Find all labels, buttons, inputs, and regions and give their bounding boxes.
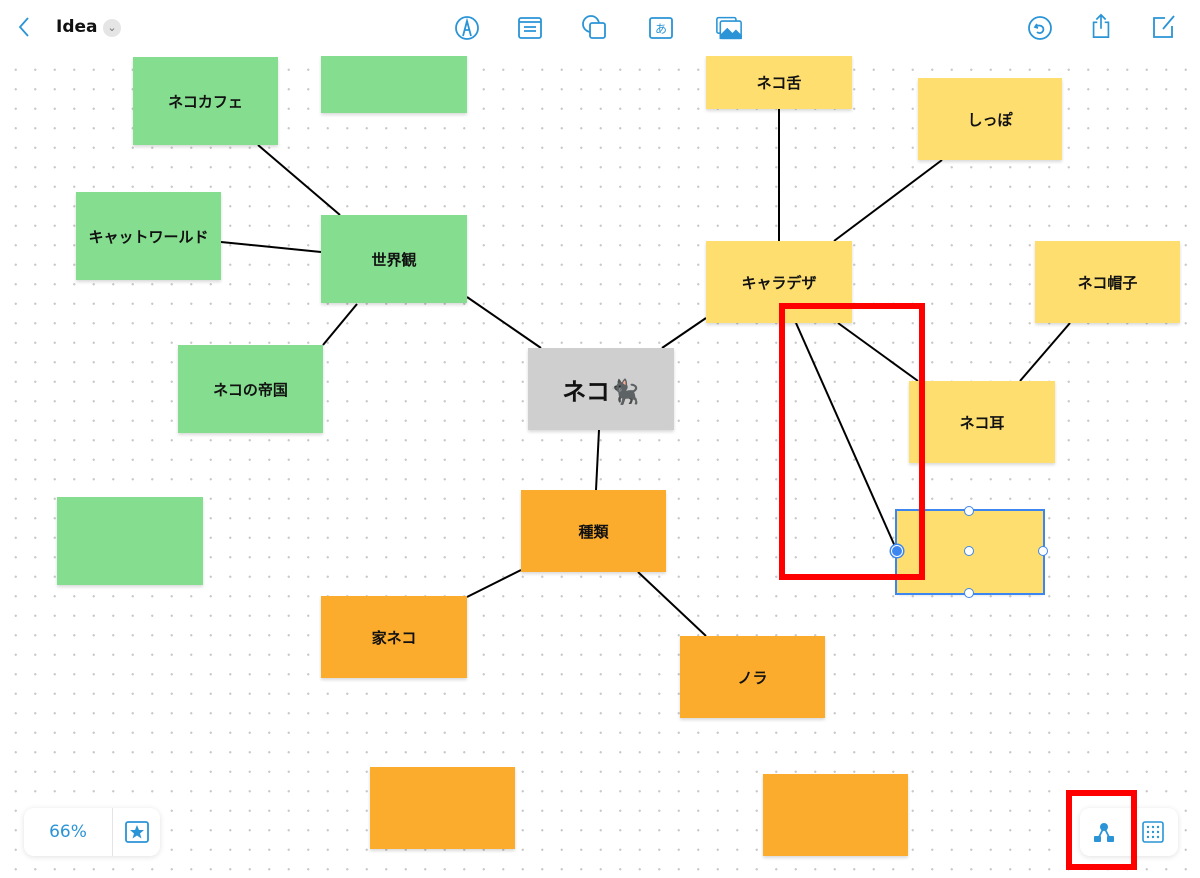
media-icon[interactable] <box>716 15 742 45</box>
central-note[interactable]: ネコ🐈‍⬛ <box>528 348 674 430</box>
highlight-box <box>779 303 925 580</box>
sticky-note[interactable] <box>321 55 467 113</box>
title-menu-chevron-icon[interactable]: ⌄ <box>103 19 121 37</box>
connector[interactable] <box>220 241 322 253</box>
connector[interactable] <box>595 429 600 491</box>
back-icon[interactable] <box>12 14 38 44</box>
board-title[interactable]: Idea <box>56 17 98 37</box>
sticky-note[interactable]: 世界観 <box>321 215 467 303</box>
shape-icon[interactable] <box>581 14 607 44</box>
connector[interactable] <box>637 571 707 637</box>
text-box-icon[interactable] <box>517 15 543 45</box>
toolbar: Idea ⌄ あ <box>0 0 1200 56</box>
share-icon[interactable] <box>1088 13 1114 43</box>
text-icon[interactable]: あ <box>648 15 674 45</box>
sticky-note[interactable]: 家ネコ <box>321 596 467 678</box>
pen-icon[interactable] <box>454 15 480 45</box>
sticky-note[interactable]: 種類 <box>521 490 666 572</box>
sticky-note[interactable] <box>370 767 515 849</box>
sticky-note[interactable]: ネコ舌 <box>706 55 852 109</box>
resize-handle[interactable] <box>964 588 974 598</box>
center-handle[interactable] <box>964 546 974 556</box>
resize-handle[interactable] <box>964 506 974 516</box>
sticky-note[interactable]: しっぽ <box>918 78 1062 160</box>
zoom-control: 66% <box>24 808 160 856</box>
connector[interactable] <box>322 303 358 346</box>
zoom-level[interactable]: 66% <box>49 822 87 842</box>
sticky-note[interactable]: ノラ <box>680 636 825 718</box>
sticky-note[interactable]: ネコ帽子 <box>1035 241 1180 323</box>
connector[interactable] <box>661 317 707 349</box>
connector[interactable] <box>466 569 522 598</box>
connector[interactable] <box>257 144 341 216</box>
sticky-note[interactable]: キャットワールド <box>76 192 221 280</box>
sticky-note[interactable]: ネコの帝国 <box>178 345 323 433</box>
sticky-note[interactable] <box>57 497 203 585</box>
sticky-note[interactable] <box>763 774 908 856</box>
connector[interactable] <box>837 322 919 382</box>
undo-icon[interactable] <box>1027 15 1053 45</box>
sticky-note[interactable]: ネコ耳 <box>909 381 1055 463</box>
highlight-box <box>1066 790 1137 870</box>
connector[interactable] <box>795 322 898 552</box>
connector-icon[interactable] <box>1092 820 1116 848</box>
connector[interactable] <box>1019 322 1071 382</box>
new-board-icon[interactable] <box>1151 14 1177 44</box>
connector[interactable] <box>466 296 542 349</box>
svg-text:あ: あ <box>655 22 667 36</box>
resize-handle[interactable] <box>1038 546 1048 556</box>
connector-endpoint-handle[interactable] <box>891 545 903 557</box>
connector[interactable] <box>833 159 943 242</box>
bottom-right-controls <box>1080 808 1178 856</box>
grid-icon[interactable] <box>1142 821 1164 847</box>
favorite-star-icon[interactable] <box>112 808 160 856</box>
sticky-note[interactable]: ネコカフェ <box>133 57 278 145</box>
